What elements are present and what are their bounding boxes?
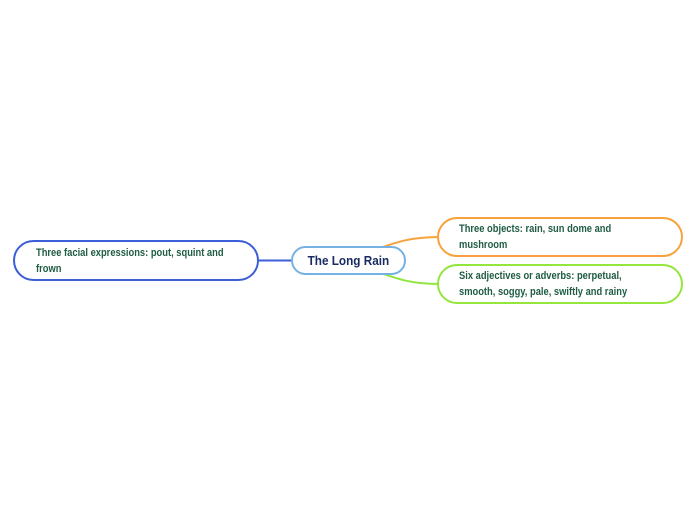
node-root-label: The Long Rain [307, 253, 390, 268]
node-root-the-long-rain[interactable]: The Long Rain [291, 246, 406, 275]
node-adjectives-adverbs-label: Six adjectives or adverbs: perpetual, sm… [459, 270, 628, 298]
node-facial-expressions[interactable]: Three facial expressions: pout, squint a… [13, 240, 259, 281]
node-adjectives-adverbs[interactable]: Six adjectives or adverbs: perpetual, sm… [437, 264, 683, 304]
node-objects[interactable]: Three objects: rain, sun dome and mushro… [437, 217, 683, 257]
node-objects-label: Three objects: rain, sun dome and mushro… [459, 223, 612, 251]
node-facial-expressions-label: Three facial expressions: pout, squint a… [36, 246, 224, 275]
